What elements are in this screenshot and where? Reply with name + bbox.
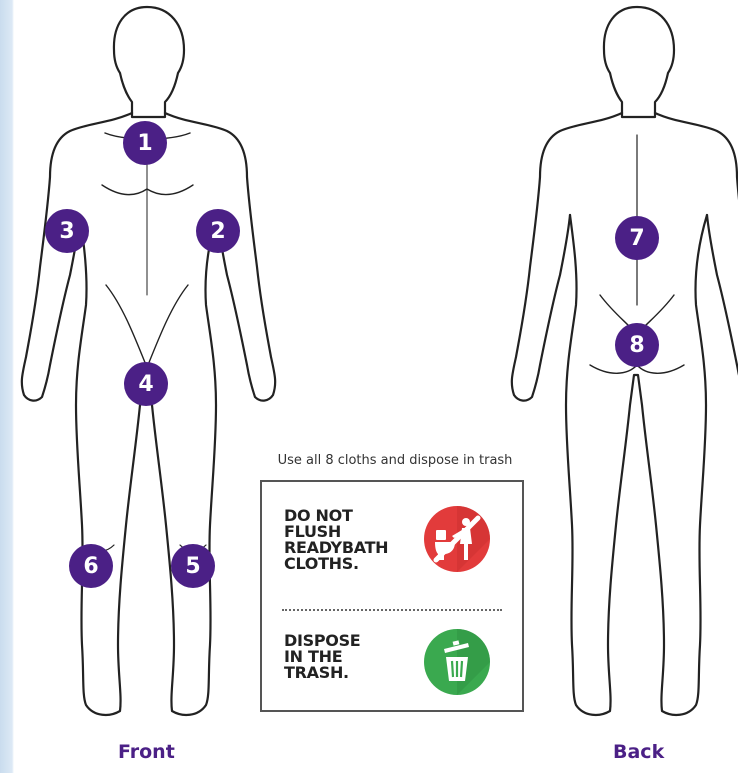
marker-2: 2 <box>196 209 240 253</box>
front-label: Front <box>118 741 175 763</box>
do-not-flush-text: DO NOT FLUSH READYBATH CLOTHS. <box>284 508 388 572</box>
marker-5: 5 <box>171 544 215 588</box>
marker-6: 6 <box>69 544 113 588</box>
marker-3: 3 <box>45 209 89 253</box>
dispose-line-3: TRASH. <box>284 665 360 681</box>
instruction-text: Use all 8 cloths and dispose in trash <box>255 453 535 468</box>
disposal-card: DO NOT FLUSH READYBATH CLOTHS. DISPOSE I… <box>260 480 524 712</box>
marker-8: 8 <box>615 323 659 367</box>
dispose-text: DISPOSE IN THE TRASH. <box>284 633 360 681</box>
warning-line-4: CLOTHS. <box>284 556 388 572</box>
back-body-outline <box>500 5 738 725</box>
trash-can-icon <box>422 627 492 697</box>
marker-4: 4 <box>124 362 168 406</box>
back-label: Back <box>613 741 664 763</box>
marker-7: 7 <box>615 216 659 260</box>
back-body-figure <box>500 5 738 730</box>
card-divider <box>282 609 502 611</box>
no-flush-icon <box>422 504 492 574</box>
marker-1: 1 <box>123 121 167 165</box>
